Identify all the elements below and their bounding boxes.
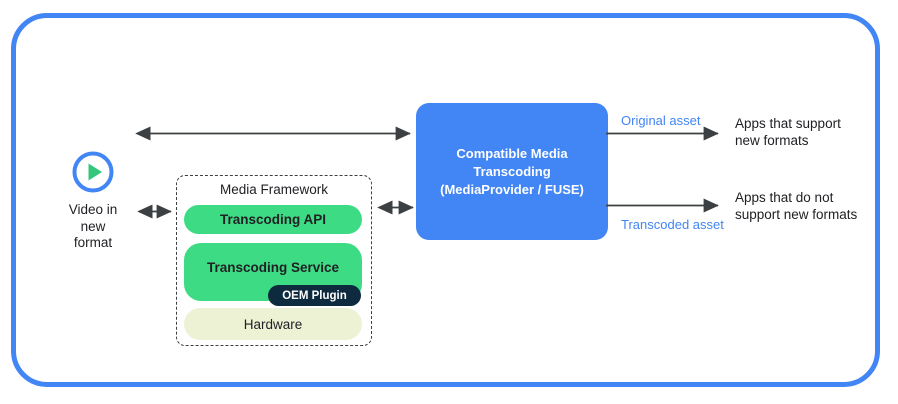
outer-frame-border [11,13,880,387]
video-source-label: Video in new format [68,202,118,250]
hardware-box[interactable]: Hardware [184,308,362,340]
apps-that-support-label: Apps that support new formats [735,116,841,148]
transcoding-api-box[interactable]: Transcoding API [184,205,362,234]
cmt-to-apps-no-support-arrow [606,198,719,213]
play-circle-icon [72,151,114,193]
media-framework-title: Media Framework [219,182,329,197]
framework-to-cmt-arrow [377,200,414,215]
oem-plugin-badge[interactable]: OEM Plugin [268,285,361,306]
transcoded-asset-edge-label: Transcoded asset [621,217,724,232]
compatible-media-transcoding-box[interactable]: Compatible Media Transcoding (MediaProvi… [416,103,608,240]
transcoding-api-label: Transcoding API [219,212,327,227]
cmt-to-apps-support-arrow [606,126,719,141]
original-asset-edge-label: Original asset [621,113,701,128]
video-to-cmt-arrow [135,126,411,141]
transcoding-service-label: Transcoding Service [206,259,340,275]
hardware-label: Hardware [243,316,303,332]
apps-that-do-not-support-label: Apps that do not support new formats [735,190,858,222]
video-to-framework-arrow [137,204,172,219]
media-framework-container [176,175,372,346]
